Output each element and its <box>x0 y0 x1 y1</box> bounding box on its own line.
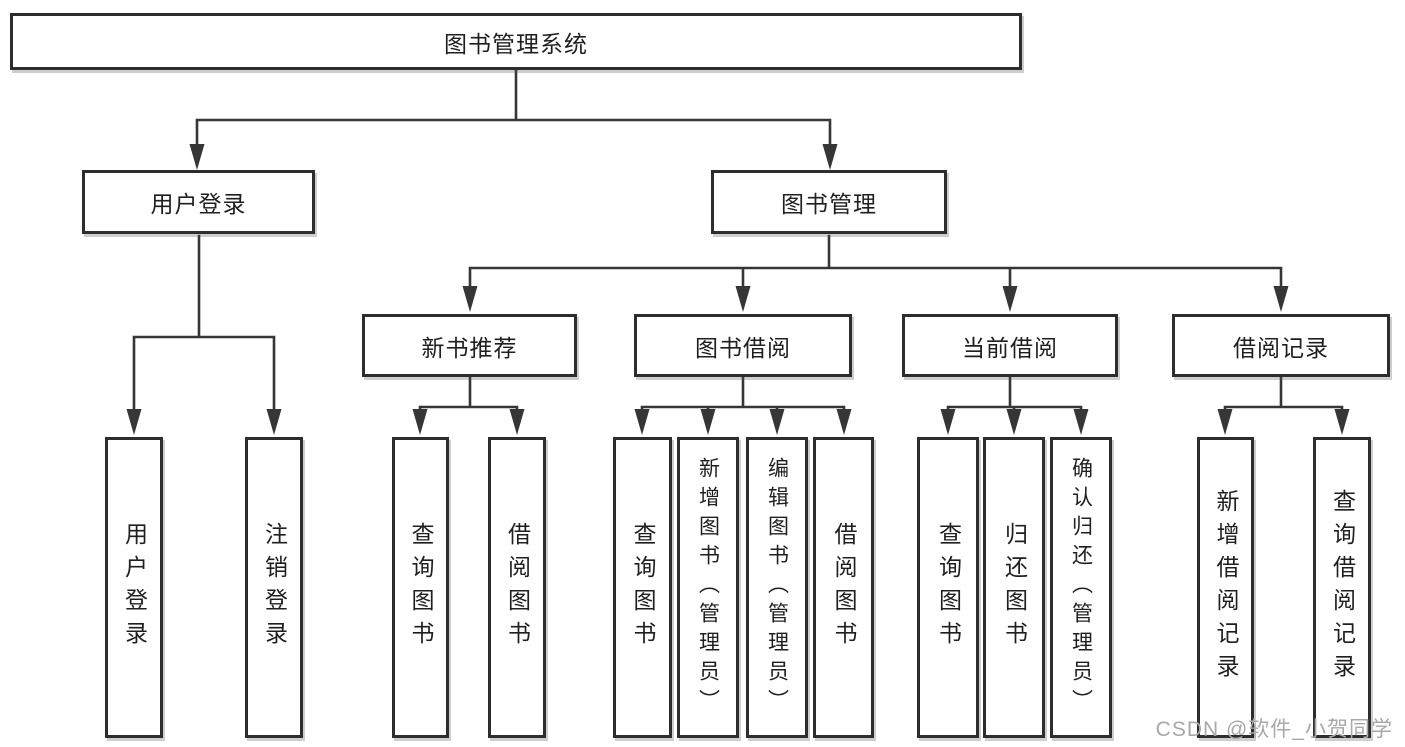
leaf-edit-books-admin: 编辑图书（管理员） <box>746 437 808 738</box>
leaf-label: 确认归还（管理员） <box>1069 457 1093 718</box>
leaf-user-login: 用户登录 <box>105 437 163 738</box>
leaf-add-borrow-record: 新增借阅记录 <box>1197 437 1254 738</box>
node-current-borrowing: 当前借阅 <box>902 314 1118 377</box>
leaf-borrow-books-1: 借阅图书 <box>488 437 546 738</box>
leaf-logout: 注销登录 <box>245 437 303 738</box>
leaf-return-books: 归还图书 <box>983 437 1045 738</box>
leaf-label: 借阅图书 <box>831 521 857 654</box>
node-book-management: 图书管理 <box>711 170 947 234</box>
leaf-query-books-2: 查询图书 <box>613 437 672 738</box>
leaf-label: 编辑图书（管理员） <box>765 457 789 718</box>
leaf-label: 用户登录 <box>121 521 148 654</box>
leaf-label: 查询借阅记录 <box>1329 488 1356 687</box>
leaf-label: 注销登录 <box>261 521 288 654</box>
csdn-watermark: CSDN @软件_小贺同学 <box>1155 718 1393 741</box>
leaf-query-books-3: 查询图书 <box>917 437 979 738</box>
leaf-label: 查询图书 <box>408 521 434 654</box>
leaf-query-books-1: 查询图书 <box>392 437 449 738</box>
leaf-borrow-books-2: 借阅图书 <box>813 437 874 738</box>
leaf-label: 归还图书 <box>1001 521 1028 654</box>
node-book-borrowing: 图书借阅 <box>634 314 852 377</box>
leaf-add-books-admin: 新增图书（管理员） <box>677 437 739 738</box>
node-new-book-recommend: 新书推荐 <box>362 314 577 377</box>
node-user-login: 用户登录 <box>82 170 315 234</box>
leaf-label: 新增图书（管理员） <box>696 457 720 718</box>
leaf-label: 查询图书 <box>630 521 656 654</box>
leaf-query-borrow-record: 查询借阅记录 <box>1313 437 1371 738</box>
node-borrowing-records: 借阅记录 <box>1172 314 1390 377</box>
leaf-confirm-return-admin: 确认归还（管理员） <box>1050 437 1112 738</box>
leaf-label: 查询图书 <box>935 521 962 654</box>
leaf-label: 借阅图书 <box>504 521 531 654</box>
leaf-label: 新增借阅记录 <box>1213 488 1239 687</box>
node-library-management-system: 图书管理系统 <box>10 13 1022 70</box>
